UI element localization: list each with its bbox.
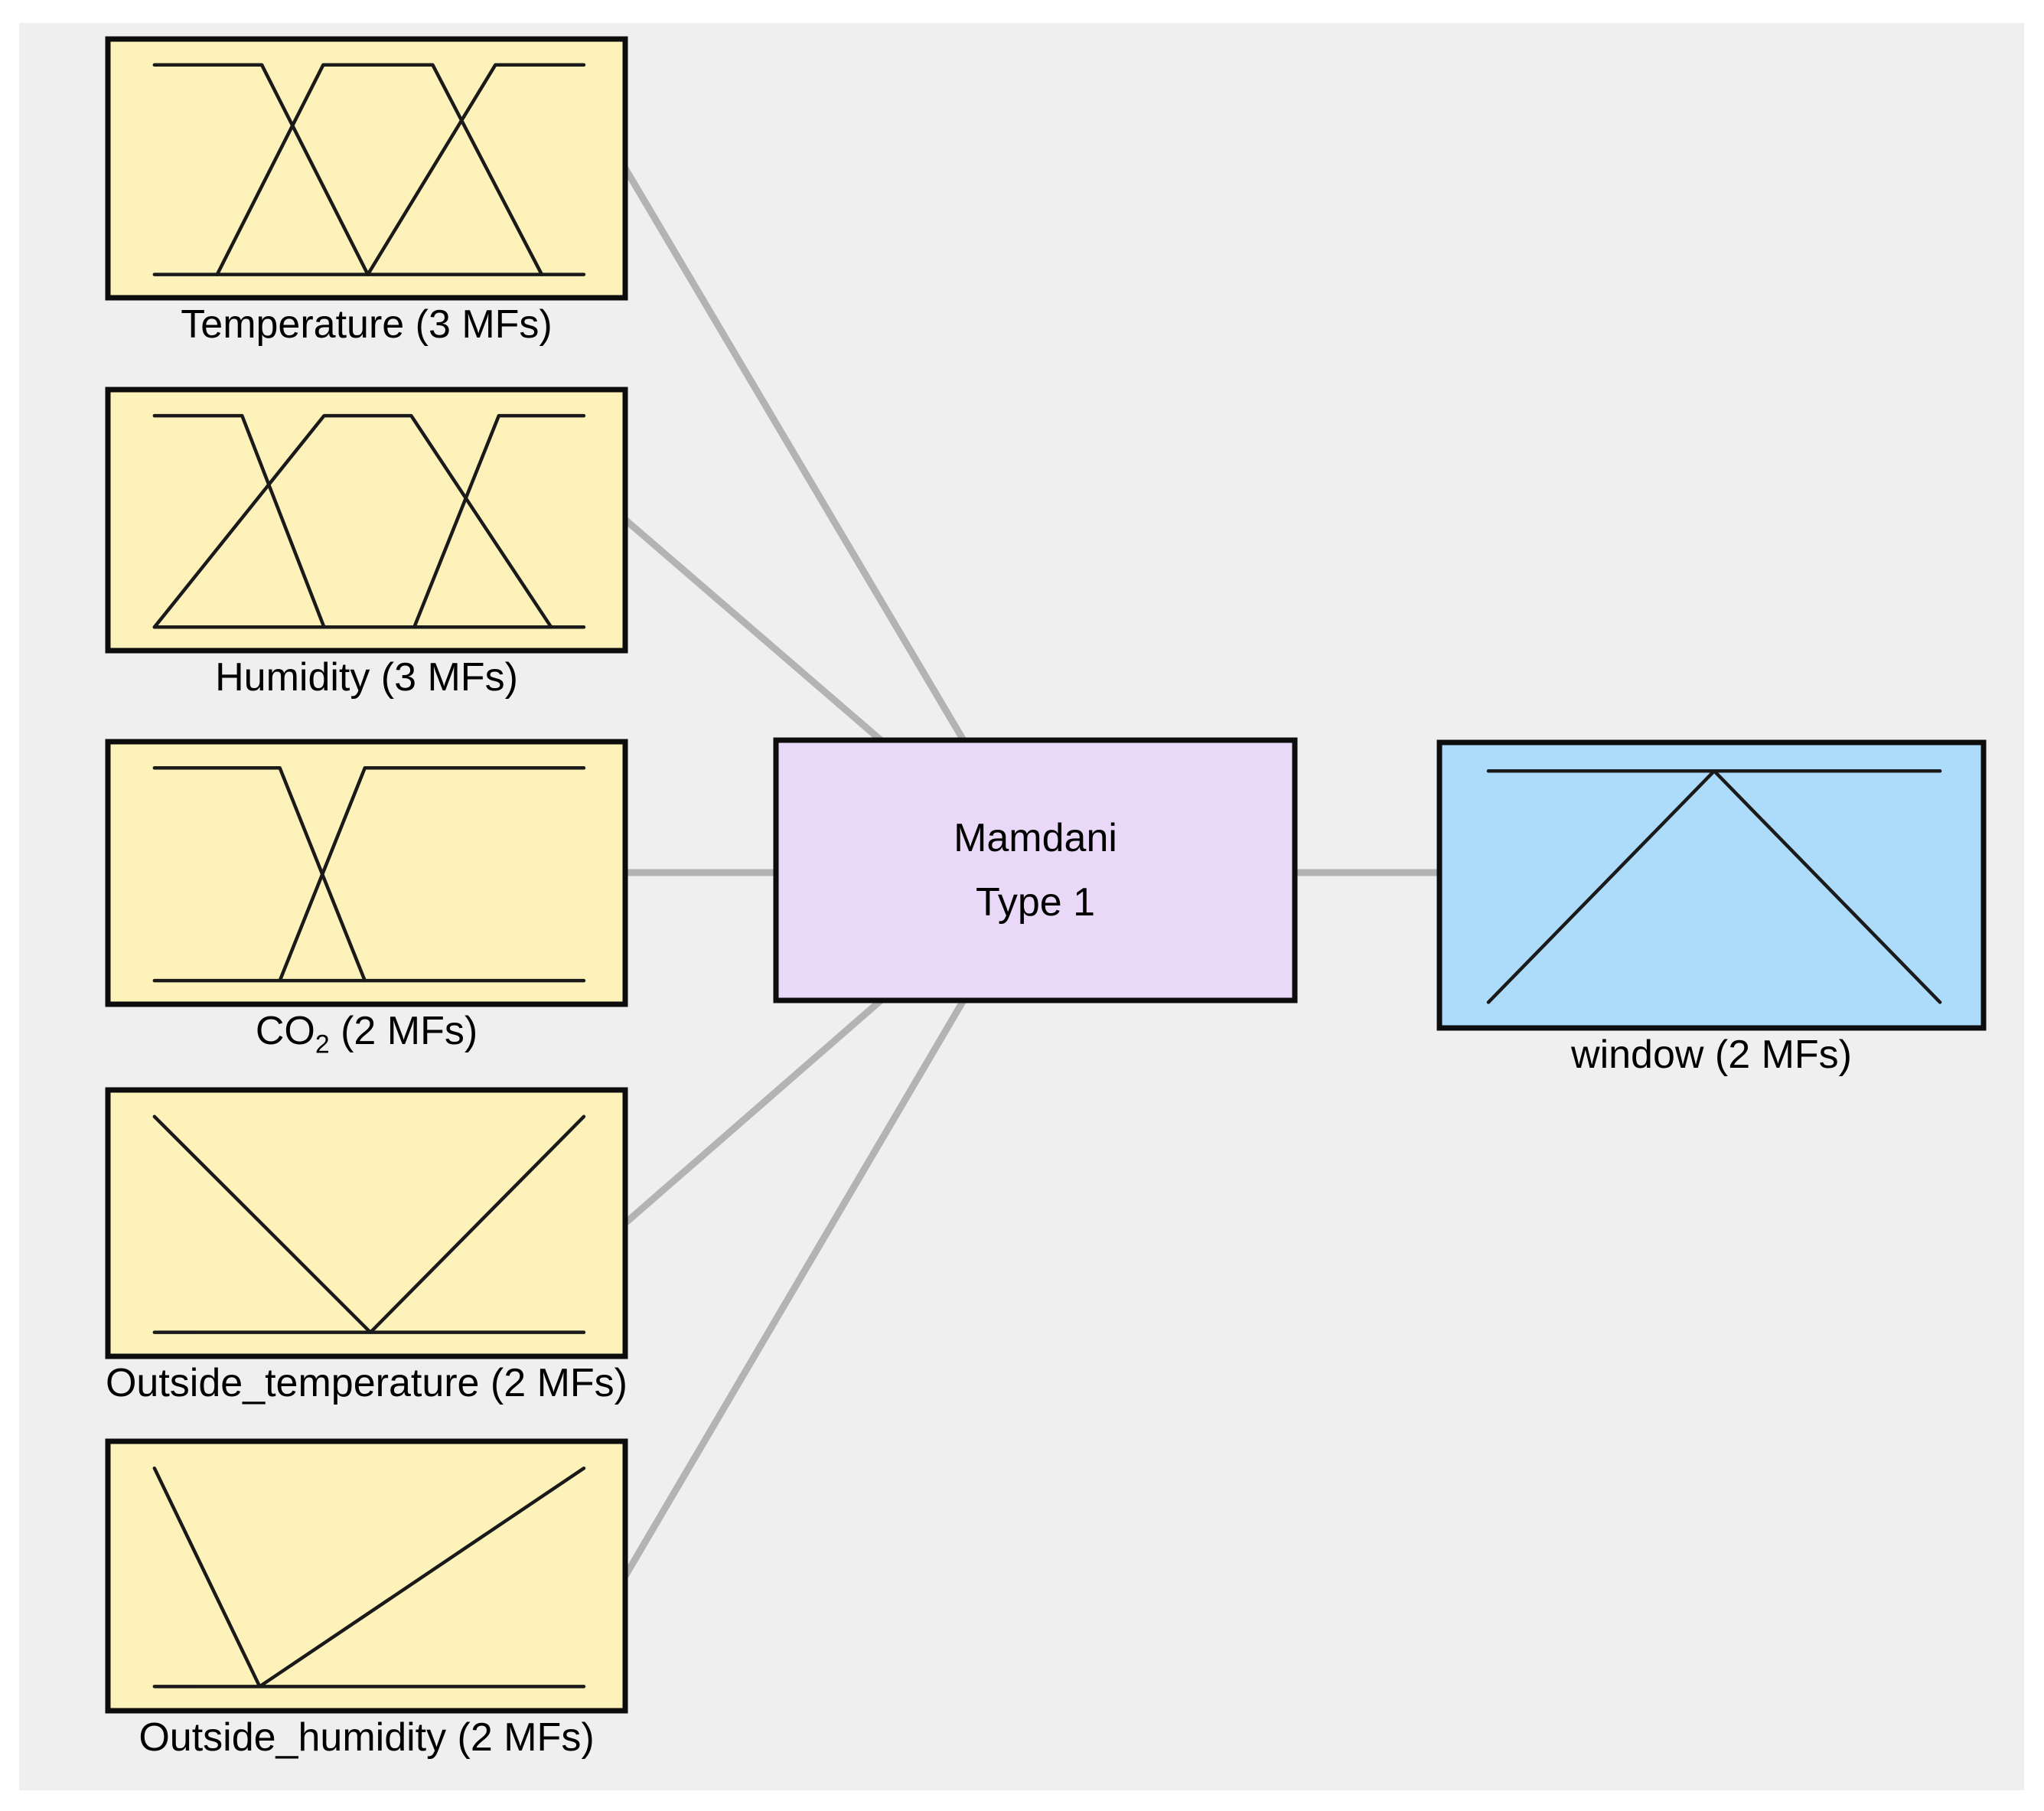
inference-label-line1: Mamdani (954, 816, 1117, 860)
inference-node-label: Mamdani Type 1 (776, 740, 1295, 1000)
input-label-co2: CO2 (2 MFs) (255, 1009, 478, 1057)
input-label-outside-humidity: Outside_humidity (2 MFs) (139, 1715, 595, 1760)
mf-curve-window-1 (1486, 769, 1716, 1004)
connector-line-3 (621, 997, 885, 1227)
inference-label-line2: Type 1 (975, 880, 1096, 925)
mf-curve-outside_humidity-1 (152, 1466, 262, 1689)
co2-label-prefix: CO (255, 1009, 315, 1053)
mf-curve-window-2 (1712, 769, 1942, 1004)
mf-curve-temperature-3 (366, 63, 586, 276)
input-label-humidity: Humidity (3 MFs) (215, 655, 518, 700)
mf-curve-humidity-2 (152, 413, 553, 629)
connector-line-0 (621, 165, 967, 744)
input-node-outside_humidity[interactable] (105, 1438, 628, 1714)
mf-curve-temperature-1 (152, 63, 370, 276)
input-node-outside_temperature[interactable] (105, 1087, 628, 1359)
output-label-window: window (2 MFs) (1571, 1033, 1852, 1077)
mf-curve-humidity-1 (152, 413, 326, 629)
mf-curve-outside_temperature-2 (368, 1114, 586, 1334)
connector-line-4 (621, 997, 967, 1580)
input-label-temperature: Temperature (3 MFs) (181, 302, 553, 347)
mf-curve-humidity-3 (412, 413, 586, 629)
connector-line-1 (621, 516, 885, 744)
mf-curve-temperature-2 (215, 63, 544, 276)
input-node-co2[interactable] (105, 739, 628, 1007)
co2-label-suffix: (2 MFs) (329, 1009, 478, 1053)
inference-node-box[interactable] (773, 737, 1298, 1003)
mf-curve-outside_temperature-1 (152, 1114, 373, 1334)
mf-curve-co2-2 (278, 766, 586, 983)
co2-label-subscript: 2 (315, 1029, 330, 1059)
input-node-humidity[interactable] (105, 387, 628, 654)
mf-curve-outside_humidity-2 (258, 1466, 586, 1689)
input-node-temperature[interactable] (105, 36, 628, 301)
input-label-outside-temperature: Outside_temperature (2 MFs) (105, 1361, 628, 1405)
output-node-window[interactable] (1436, 739, 1987, 1031)
mf-curve-co2-1 (152, 766, 367, 983)
